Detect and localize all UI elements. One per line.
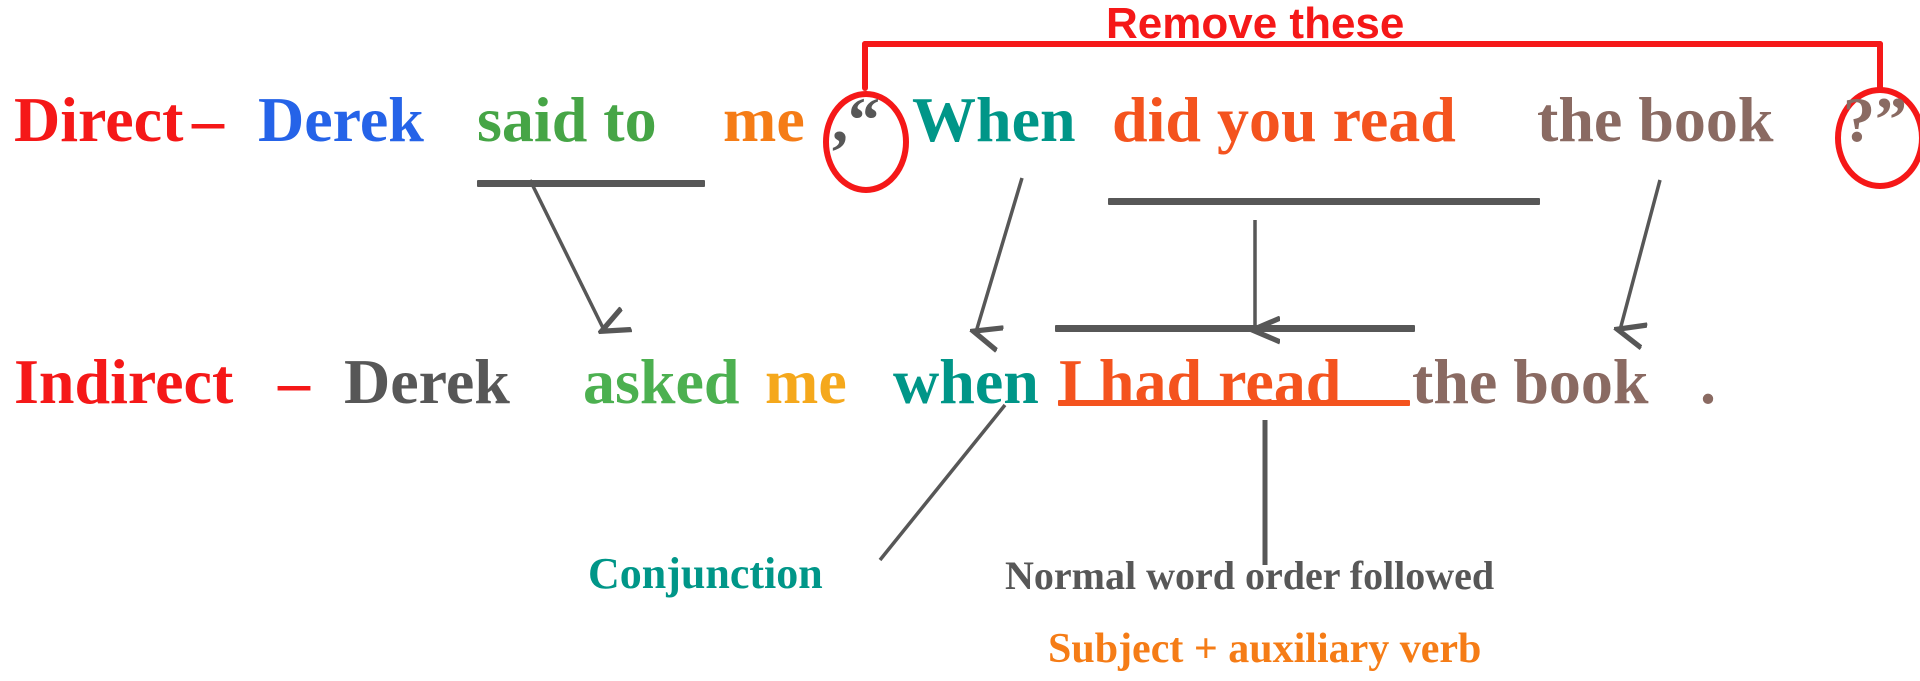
remove-these-label: Remove these xyxy=(1106,0,1405,48)
indirect-label: Indirect xyxy=(14,346,234,417)
direct-token-comma-quote: ,“ xyxy=(832,84,880,155)
overline-i-had-read xyxy=(1055,325,1415,332)
direct-token-when: When xyxy=(912,84,1076,155)
indirect-token-the-book: the book xyxy=(1412,346,1649,417)
direct-token-question-quote: ?” xyxy=(1843,84,1907,155)
arrow-said-to-asked xyxy=(528,179,604,330)
remove-these-bracket xyxy=(862,41,1883,91)
indirect-token-me: me xyxy=(765,346,847,417)
conjunction-label: Conjunction xyxy=(588,549,823,598)
arrow-the-book xyxy=(1620,179,1662,330)
subject-aux-verb-label: Subject + auxiliary verb xyxy=(1048,626,1482,672)
indirect-token-derek: Derek xyxy=(344,346,510,417)
direct-token-me: me xyxy=(723,84,805,155)
direct-dash: – xyxy=(192,84,224,155)
arrow-when-when xyxy=(976,177,1024,332)
direct-label: Direct xyxy=(14,84,184,155)
direct-token-derek: Derek xyxy=(258,84,424,155)
indirect-token-when: when xyxy=(893,346,1039,417)
connector-conjunction xyxy=(878,403,1007,562)
direct-token-the-book: the book xyxy=(1537,84,1774,155)
direct-token-said-to: said to xyxy=(477,84,657,155)
overline-did-you-read xyxy=(1108,198,1540,205)
underline-i-had-read xyxy=(1058,400,1410,406)
indirect-dash: – xyxy=(278,346,310,417)
direct-token-did-you-read: did you read xyxy=(1112,84,1456,155)
underline-said-to xyxy=(477,180,705,187)
indirect-token-asked: asked xyxy=(583,346,740,417)
word-order-label: Normal word order followed xyxy=(1005,553,1495,598)
indirect-token-period: . xyxy=(1700,346,1716,417)
